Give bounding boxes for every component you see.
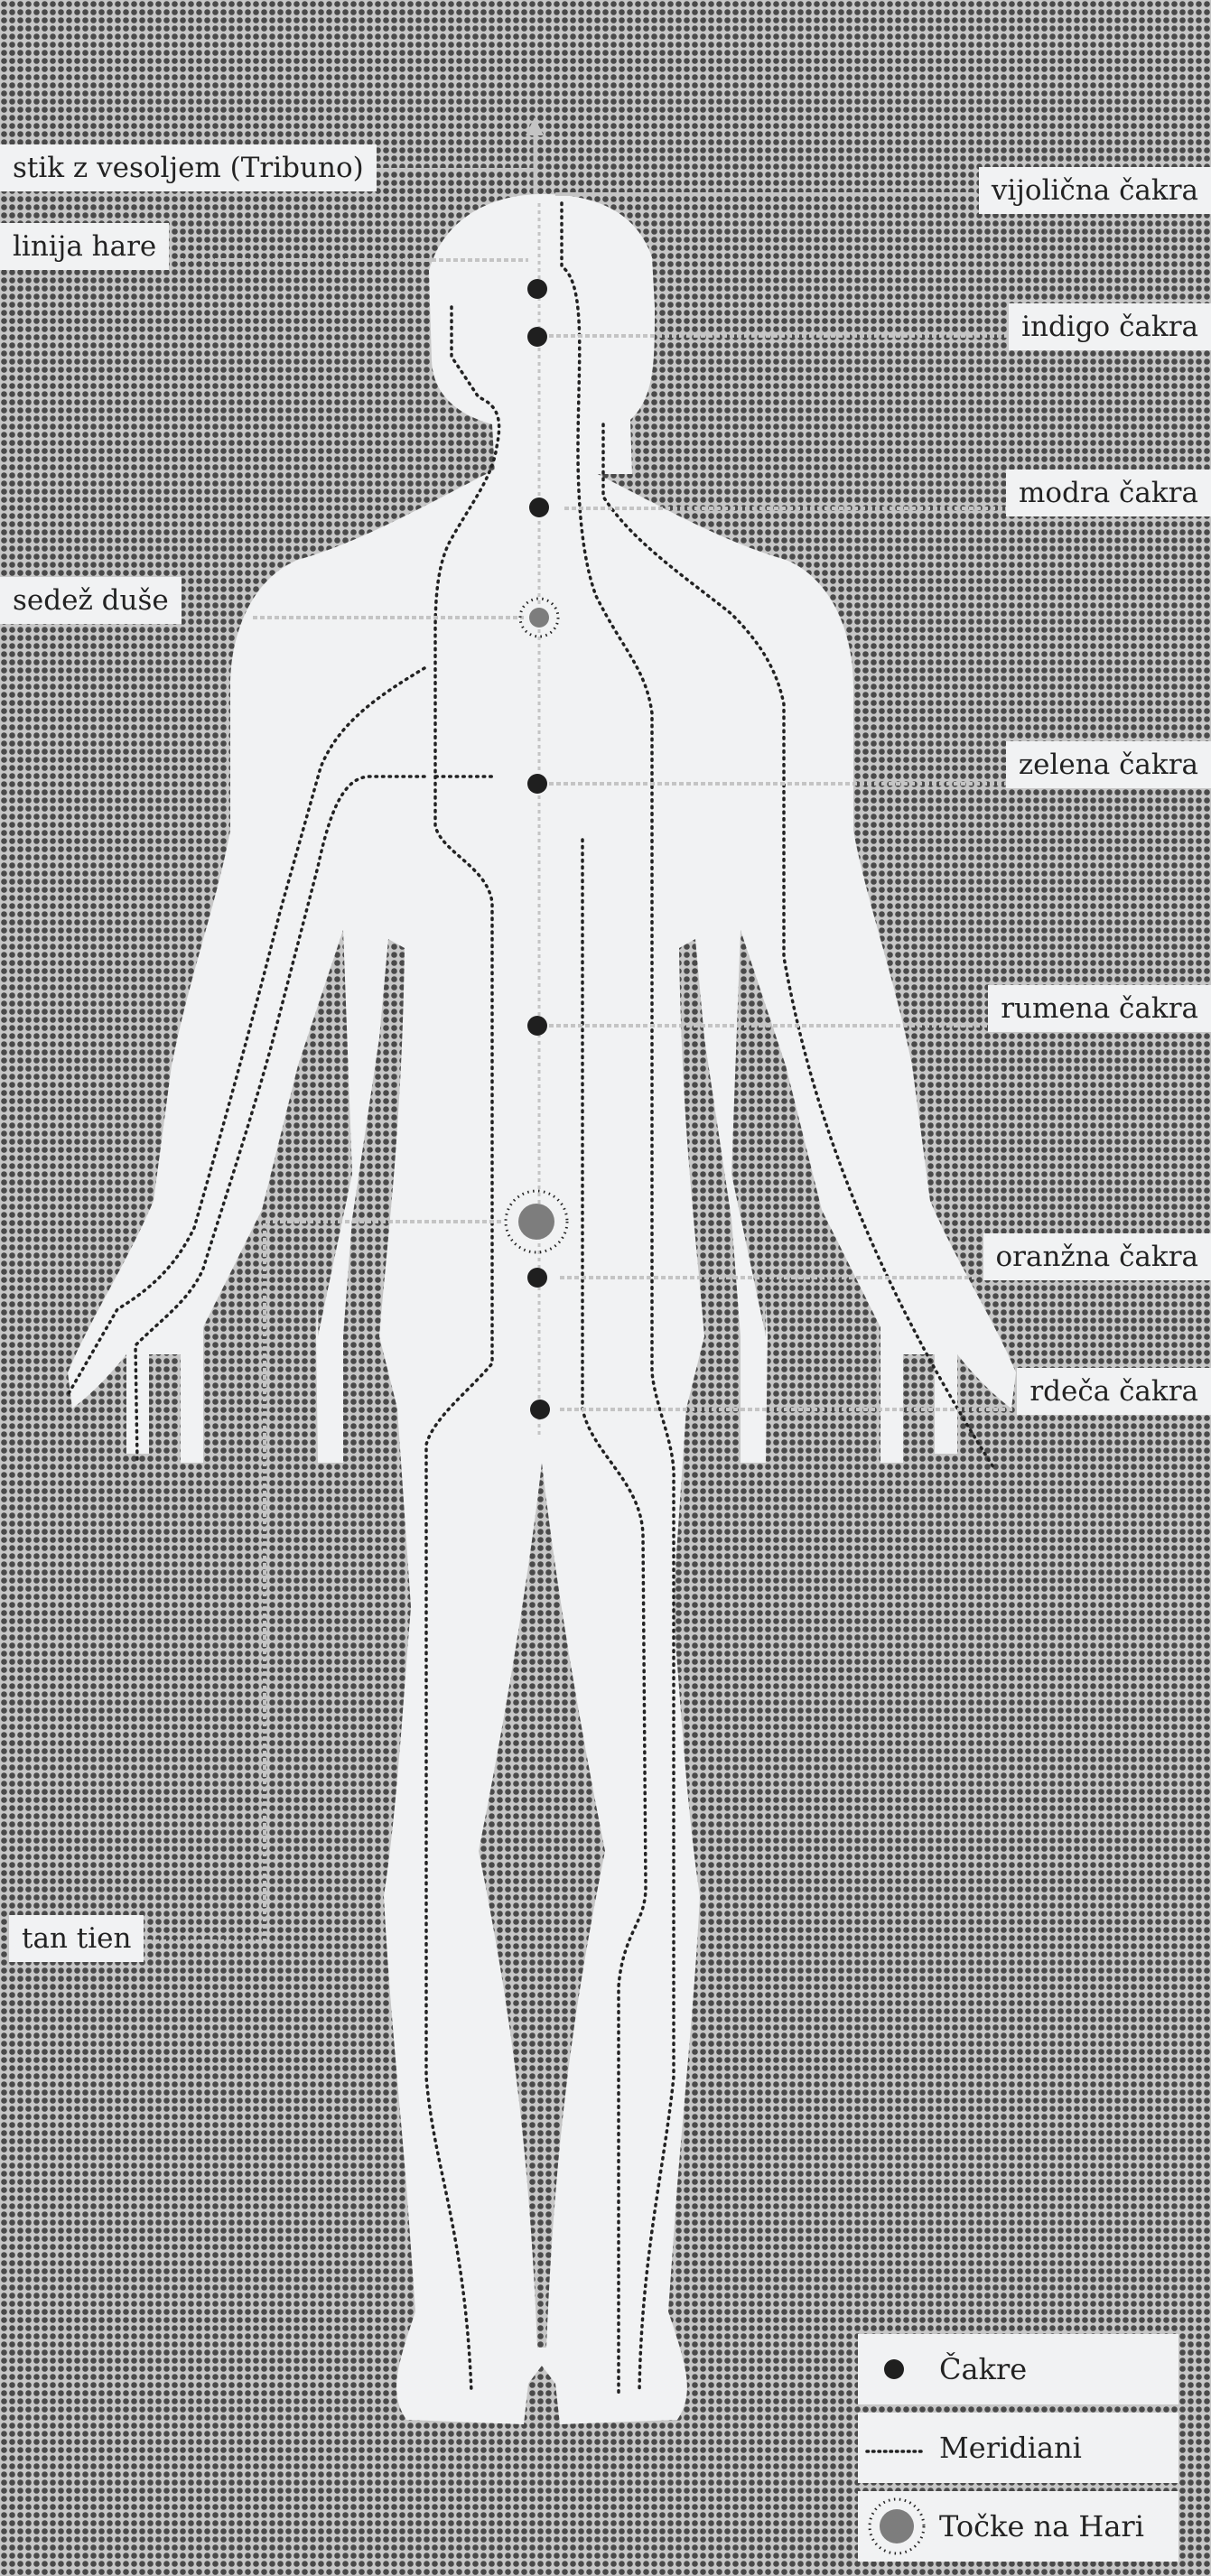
meridian-line-icon [865,2421,928,2475]
chakra-orange [527,1268,547,1288]
hara-point-icon [867,2497,930,2556]
label-blue-chakra: modra čakra [1006,470,1211,516]
label-tan-tien: tan tien [9,1915,144,1962]
legend-hara-points-label: Točke na Hari [939,2491,1144,2562]
legend-hara-points: Točke na Hari [858,2491,1178,2562]
label-soul-seat: sedež duše [0,577,182,624]
chakra-blue [529,498,549,517]
chakra-red [530,1400,550,1419]
label-orange-chakra: oranžna čakra [983,1233,1211,1280]
label-red-chakra: rdeča čakra [1017,1368,1211,1415]
legend-meridians: Meridiani [858,2413,1178,2483]
chakra-indigo [527,327,547,347]
label-tribuno: stik z vesoljem (Tribuno) [0,144,377,191]
label-indigo-chakra: indigo čakra [1009,303,1211,350]
legend-meridians-label: Meridiani [939,2413,1082,2483]
chakra-green [527,774,547,794]
label-yellow-chakra: rumena čakra [988,985,1211,1032]
label-violet-chakra: vijolična čakra [979,167,1211,214]
legend-chakras: Čakre [858,2334,1178,2404]
label-hara-line: linija hare [0,223,169,270]
label-green-chakra: zelena čakra [1006,741,1211,788]
chakra-yellow [527,1016,547,1036]
legend-chakras-label: Čakre [939,2334,1027,2404]
soul-seat-point [529,608,549,628]
tan-tien-point [518,1204,554,1240]
chakra-violet [527,279,547,299]
chakra-dot-icon [874,2342,919,2396]
